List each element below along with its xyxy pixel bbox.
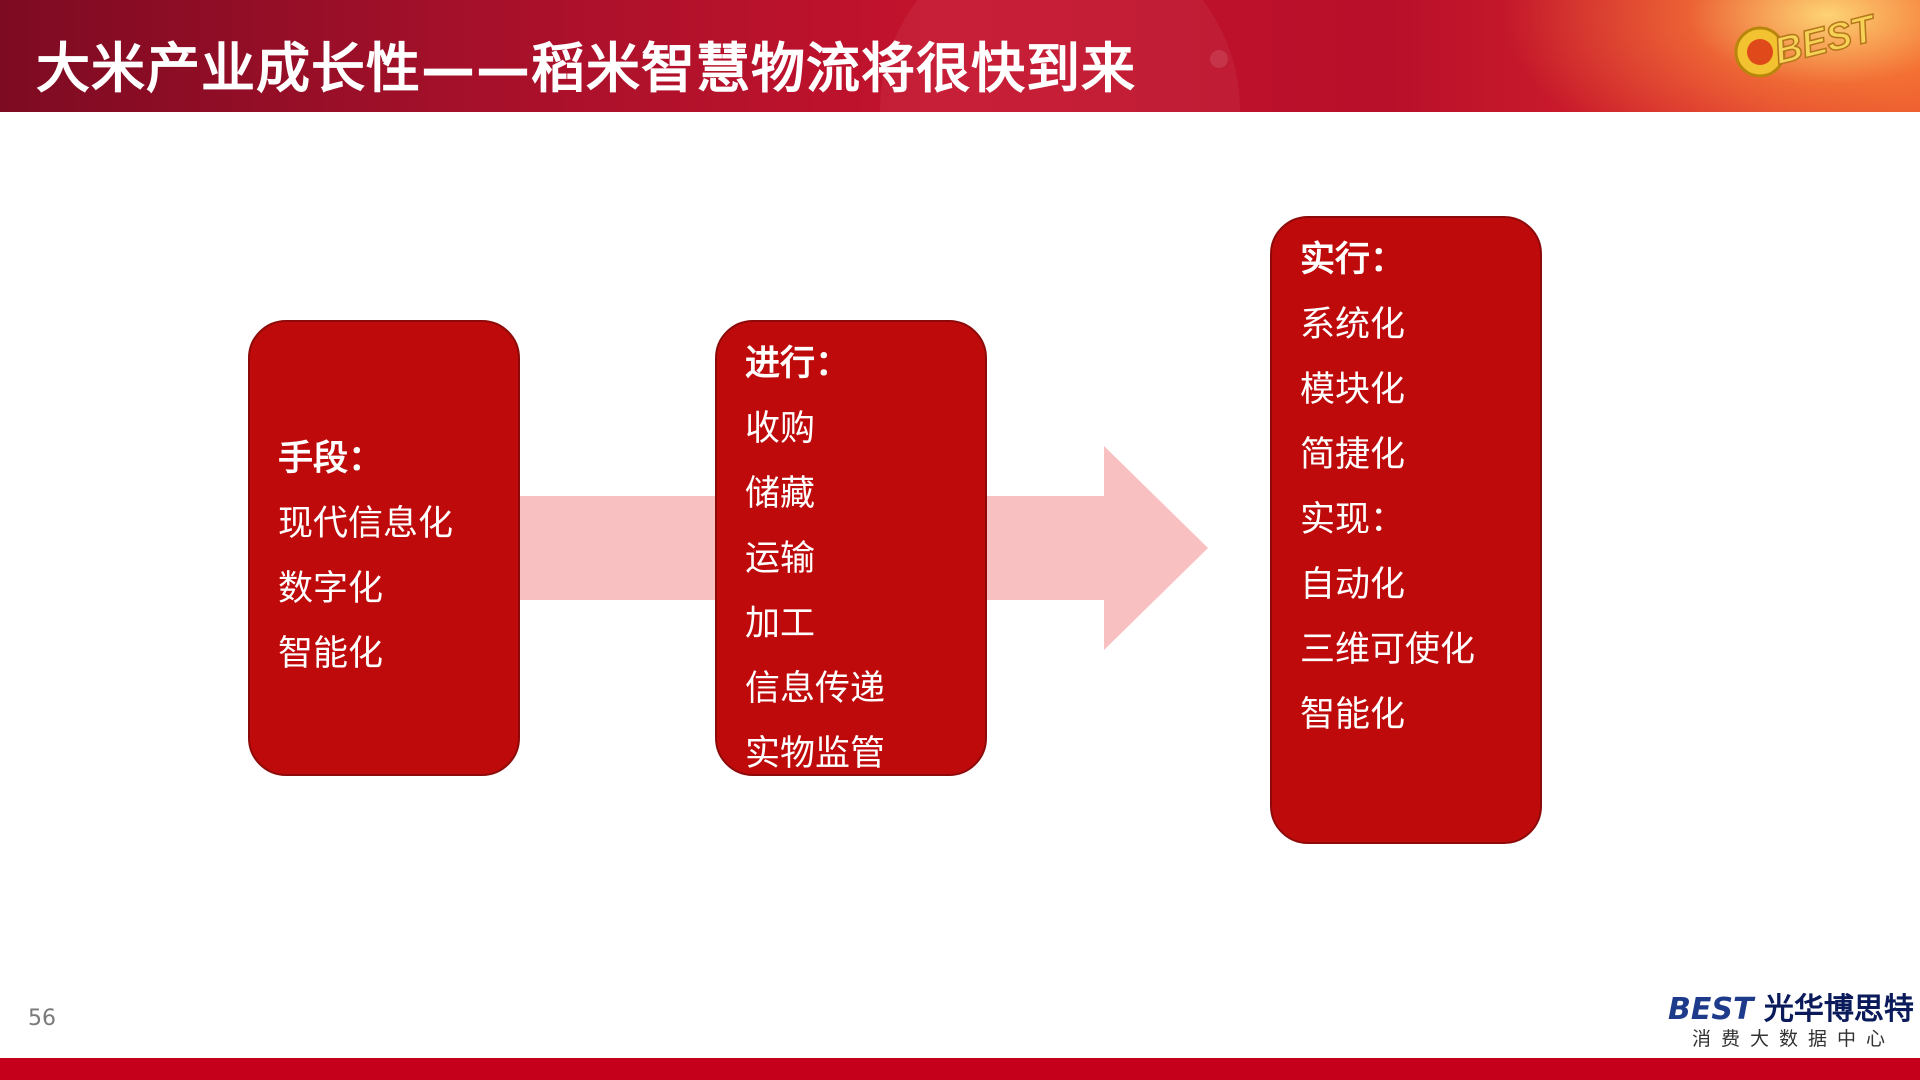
implementation-box: 实行： 系统化 模块化 简捷化 实现： 自动化 三维可使化 智能化 [1270,216,1542,844]
page-number: 56 [28,1006,56,1031]
process-item: 实物监管 [745,722,885,787]
means-item: 现代信息化 [278,492,453,557]
process-item: 收购 [745,397,885,462]
means-box: 手段： 现代信息化 数字化 智能化 [248,320,520,776]
implementation-item: 系统化 [1300,293,1475,358]
footer-brand-sub: 消费大数据中心 [1692,1024,1895,1051]
implementation-item: 模块化 [1300,358,1475,423]
implementation-item: 自动化 [1300,553,1475,618]
implementation-item: 智能化 [1300,683,1475,748]
implementation-item: 实现： [1300,488,1475,553]
footer-logo: BEST 光华博思特 消费大数据中心 [1668,984,1908,1052]
process-item: 信息传递 [745,657,885,722]
means-item: 智能化 [278,622,453,687]
implementation-box-text: 实行： 系统化 模块化 简捷化 实现： 自动化 三维可使化 智能化 [1300,228,1475,748]
means-box-text: 手段： 现代信息化 数字化 智能化 [278,427,453,687]
footer-brand-cn: 光华博思特 [1764,992,1914,1027]
implementation-heading: 实行： [1300,228,1475,293]
means-heading: 手段： [278,427,453,492]
process-box-text: 进行： 收购 储藏 运输 加工 信息传递 实物监管 [745,332,885,787]
implementation-item: 三维可使化 [1300,618,1475,683]
process-item: 运输 [745,527,885,592]
means-item: 数字化 [278,557,453,622]
bottom-bar [0,1058,1920,1080]
footer-brand: BEST 光华博思特 [1668,984,1914,1028]
process-heading: 进行： [745,332,885,397]
implementation-item: 简捷化 [1300,423,1475,488]
process-item: 加工 [745,592,885,657]
process-box: 进行： 收购 储藏 运输 加工 信息传递 实物监管 [715,320,987,776]
process-item: 储藏 [745,462,885,527]
footer-brand-latin: BEST [1668,992,1753,1027]
